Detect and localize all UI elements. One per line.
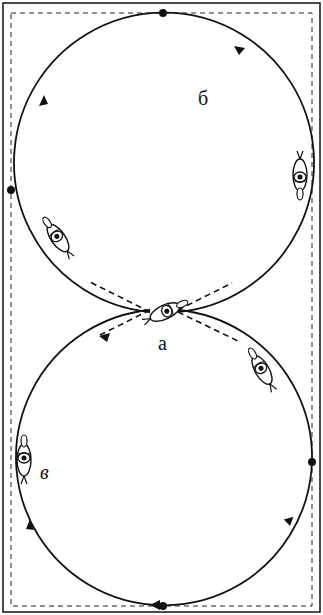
rider (293, 151, 307, 200)
position-letter: в (40, 462, 49, 482)
direction-arrows (26, 46, 293, 610)
marker-dots (7, 9, 316, 610)
lower-circle (16, 310, 312, 605)
track-line (11, 13, 312, 606)
upper-circle (14, 13, 314, 312)
rider (243, 345, 280, 394)
rider (140, 295, 190, 328)
rider (38, 214, 78, 262)
position-letter: а (158, 333, 167, 353)
position-letter: б (198, 88, 208, 108)
arena-border (3, 3, 320, 612)
rider (17, 435, 31, 484)
